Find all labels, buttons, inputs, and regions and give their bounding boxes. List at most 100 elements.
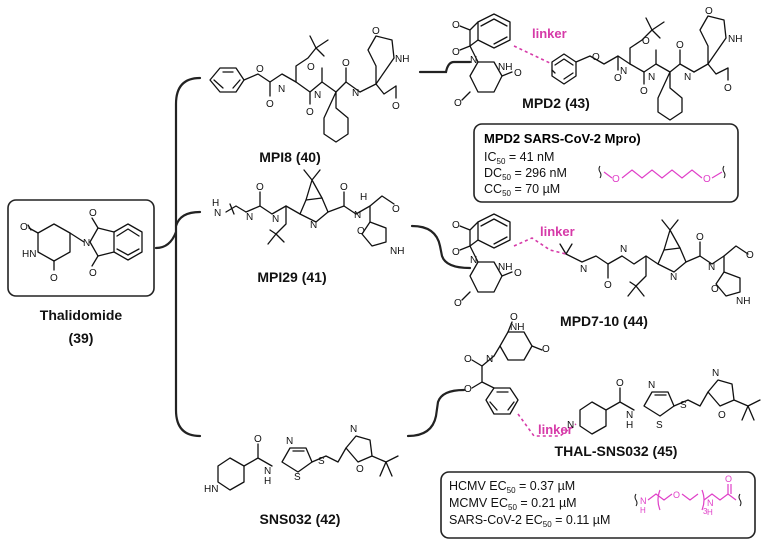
mpi8-o7: O	[392, 101, 400, 112]
mpd2-linker-chain	[603, 169, 723, 179]
sns-s2: S	[318, 456, 325, 467]
mpd2-o3: O	[514, 68, 522, 79]
sns-linker-wavy-right	[738, 493, 742, 507]
mpi29-structure	[225, 169, 395, 247]
mpd2-o5: O	[592, 52, 600, 63]
sns-linker-n-left: N	[640, 496, 647, 506]
sns-o2: O	[356, 464, 364, 475]
sns-linker-repeat: 3	[703, 507, 708, 516]
sns032-structure	[217, 435, 399, 491]
mpd2-n3: N	[684, 72, 691, 83]
sns-n2: N	[286, 436, 293, 447]
thal-o-left: O	[20, 222, 28, 233]
mpd2-o10: O	[705, 6, 713, 17]
connector-mpi8-mpd2	[418, 60, 472, 74]
thalidomide-name: Thalidomide	[40, 307, 123, 323]
thal-sns-s1: S	[656, 420, 663, 431]
mpi8-o2: O	[266, 99, 274, 110]
mpi8-o3: O	[307, 62, 315, 73]
mpd7-n-imide: N	[470, 255, 477, 266]
thal-sns-linker-text: linker	[538, 422, 573, 437]
mpd2-n2: N	[648, 72, 655, 83]
mpi8-nh4: NH	[395, 54, 409, 65]
sns-linker-o: O	[673, 490, 680, 500]
mpi29-n1: N	[214, 208, 221, 219]
mpi8-nh3: N	[352, 88, 359, 99]
mpi29-o4: O	[357, 226, 365, 237]
mpi29-h2: H	[360, 192, 367, 203]
mpd2-o7: O	[642, 36, 650, 47]
thal-sns-s2: S	[680, 400, 687, 411]
mpi8-nh2: N	[314, 90, 321, 101]
sns-linker-wavy-left	[634, 493, 638, 507]
mpi29-o3: O	[392, 204, 400, 215]
sns-hn: HN	[204, 484, 218, 495]
thal-sns-label: THAL-SNS032 (45)	[555, 443, 678, 459]
mpd7-structure	[459, 213, 749, 301]
mpd7-o4: O	[454, 298, 462, 309]
thal-sns-h1: H	[626, 420, 633, 431]
mpd7-o7: O	[746, 250, 754, 261]
mpd2-o9: O	[676, 40, 684, 51]
mpi8-label: MPI8 (40)	[259, 149, 320, 165]
thal-o-bottom: O	[89, 268, 97, 279]
sns-data-box: HCMV EC50 = 0.37 µM MCMV EC50 = 0.21 µM …	[440, 471, 756, 539]
mpd2-nh4: NH	[728, 34, 742, 45]
mpd2-o11: O	[724, 83, 732, 94]
thal-sns-nh-glut: NH	[510, 322, 524, 333]
sns-linker-carbonyl	[727, 484, 732, 494]
mpd2-o1: O	[452, 20, 460, 31]
thal-sns-hn-pip: N	[567, 420, 574, 431]
mpd7-o5: O	[604, 280, 612, 291]
thal-sns-o2: O	[542, 344, 550, 355]
mpd7-linker-dash	[513, 237, 567, 255]
mpd7-n4: N	[708, 262, 715, 273]
thal-sns-linker-dash	[517, 413, 577, 437]
mpd2-data-box: MPD2 SARS-CoV-2 Mpro) IC50 = 41 nM DC50 …	[473, 123, 739, 203]
mpd7-o6: O	[696, 232, 704, 243]
mpd2-o2: O	[452, 47, 460, 58]
mpd2-o6: O	[614, 73, 622, 84]
sns-sars-ec50: SARS-CoV-2 EC50 = 0.11 µM	[449, 513, 610, 529]
sns-linker-bracket	[657, 489, 705, 511]
mpd7-o8: O	[711, 284, 719, 295]
connector-sns-thal	[406, 388, 466, 438]
mpd2-dc50: DC50 = 296 nM	[484, 166, 567, 182]
thal-sns-n-imide: N	[486, 354, 493, 365]
sns-n1: N	[264, 466, 271, 477]
mpd2-linker-dash	[513, 45, 553, 65]
thalidomide-panel: O O O O HN N Thalidomide (39)	[7, 199, 155, 346]
sns-s1: S	[294, 472, 301, 483]
mpd2-n-imide: N	[470, 55, 477, 66]
mpd7-linker-text: linker	[540, 224, 575, 239]
thal-sns-structure	[471, 321, 761, 435]
sns-linker-chain	[647, 493, 737, 501]
connector-mpi29-mpd7	[410, 224, 472, 270]
mpd2-ic50: IC50 = 41 nM	[484, 150, 554, 166]
mpi8-o6: O	[372, 26, 380, 37]
mpd7-nh5: NH	[736, 296, 750, 307]
thal-sns-o1: O	[510, 312, 518, 323]
mpd2-o8: O	[640, 86, 648, 97]
mpd7-n3: N	[670, 272, 677, 283]
mpd2-linker-text: linker	[532, 26, 567, 41]
mpd7-label: MPD7-10 (44)	[560, 313, 648, 329]
mpd7-n1: N	[580, 264, 587, 275]
mpi8-nh1: N	[278, 84, 285, 95]
branch-bracket	[154, 76, 202, 438]
mpd2-structure	[459, 13, 729, 121]
sns032-label: SNS032 (42)	[260, 511, 341, 527]
sns-linker-n-right: N	[707, 498, 714, 508]
thal-nh: HN	[22, 249, 36, 260]
thal-o-top: O	[89, 208, 97, 219]
thal-sns-n2: N	[648, 380, 655, 391]
sns-n3: N	[350, 424, 357, 435]
mpd2-cc50: CC50 = 70 µM	[484, 182, 560, 198]
thal-n: N	[83, 238, 90, 249]
mpd2-linker-wavy-right	[722, 165, 726, 179]
sns-hcmv-ec50: HCMV EC50 = 0.37 µM	[449, 479, 575, 495]
thal-sns-n3: N	[712, 368, 719, 379]
thal-sns-o3: O	[464, 354, 472, 365]
sns-linker-carbonyl-o: O	[725, 474, 732, 484]
mpi29-n5: N	[354, 210, 361, 221]
